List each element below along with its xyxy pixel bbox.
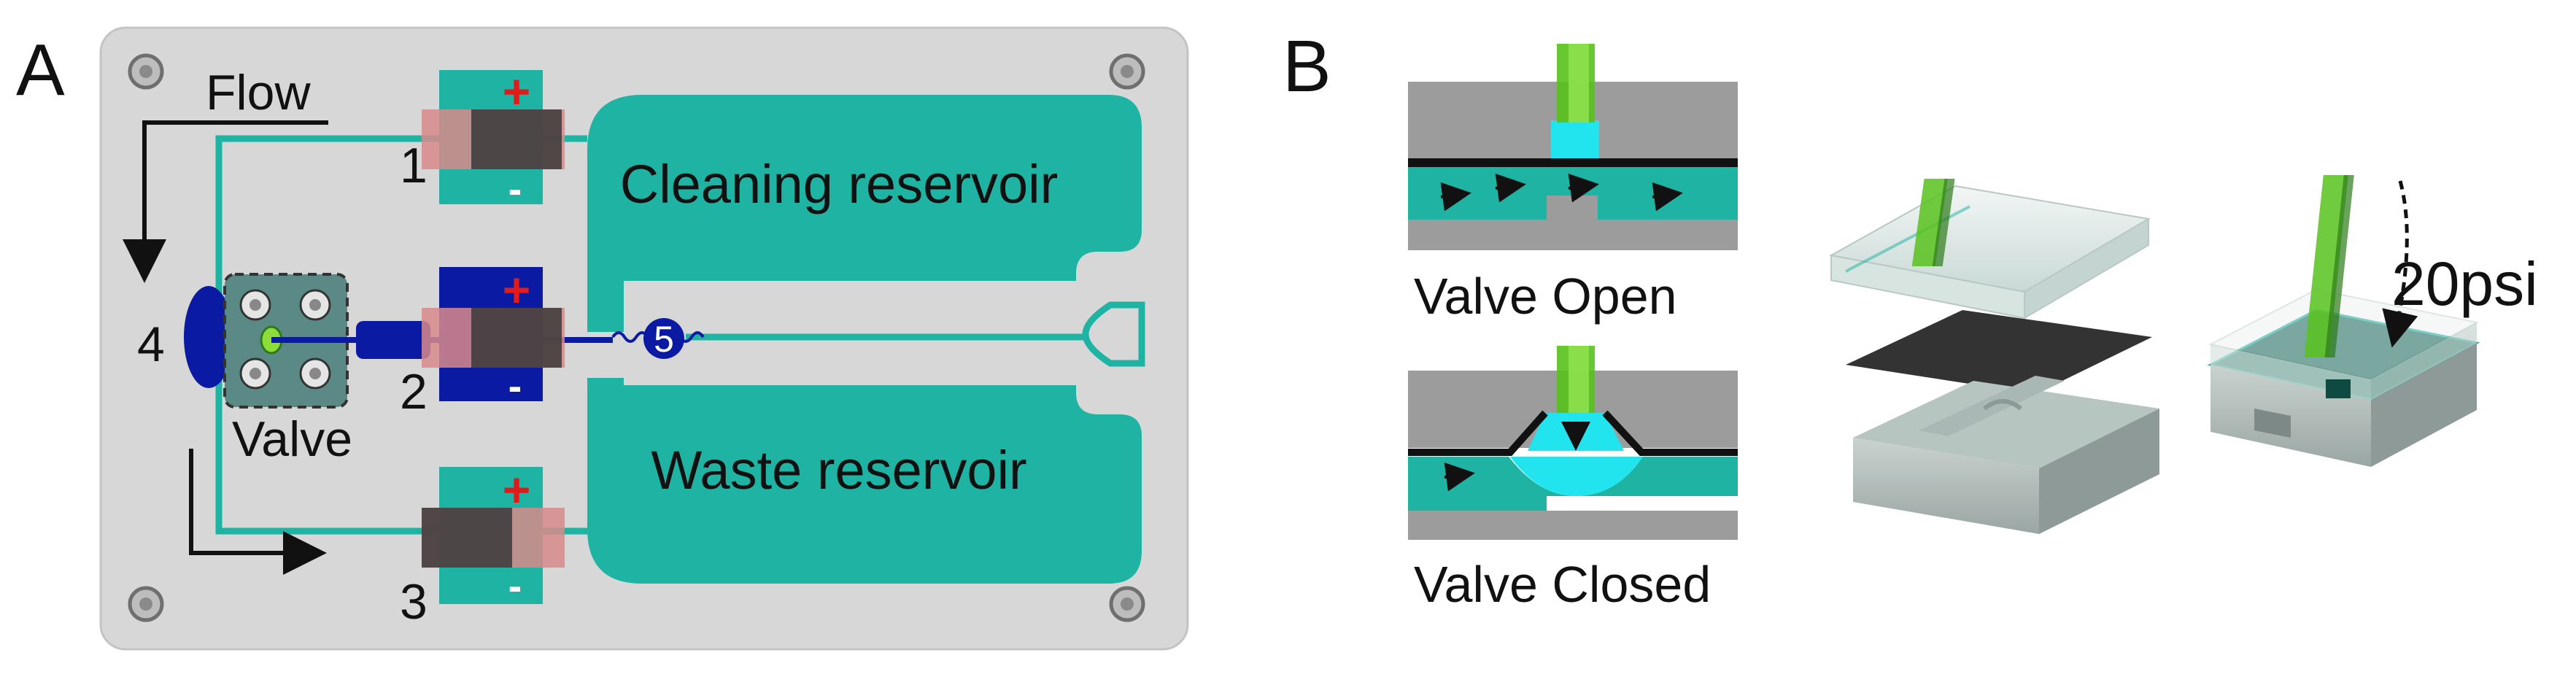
- pump-number: 3: [400, 574, 428, 630]
- valve-bolt-icon: [239, 357, 271, 390]
- pump-1: + -: [422, 64, 565, 212]
- pump-plus-sign: +: [503, 64, 531, 118]
- waste-reservoir-label: Waste reservoir: [651, 440, 1026, 500]
- valve-open-label: Valve Open: [1414, 268, 1677, 325]
- pump-3: + -: [422, 463, 565, 608]
- pump-plus-sign: +: [503, 463, 531, 517]
- screw-icon: [128, 53, 164, 90]
- sample-chamber: [356, 321, 430, 359]
- inlet-port: [184, 286, 233, 388]
- cleaning-reservoir-label: Cleaning reservoir: [620, 154, 1059, 214]
- outlet-notch: [1082, 301, 1145, 367]
- flow-label: Flow: [206, 65, 311, 120]
- panel-a-label: A: [16, 29, 65, 111]
- outlet-number: 5: [654, 319, 674, 360]
- pump-number: 1: [400, 138, 428, 193]
- pump-minus-sign: -: [508, 562, 522, 608]
- pressure-label: 20psi: [2391, 249, 2538, 318]
- inlet-number: 4: [137, 317, 165, 372]
- screw-icon: [1109, 53, 1145, 90]
- valve-closed-label: Valve Closed: [1414, 556, 1711, 613]
- screw-icon: [1109, 586, 1145, 622]
- pressure-arrow: [2382, 180, 2418, 348]
- valve-bolt-icon: [299, 357, 331, 390]
- pump-minus-sign: -: [508, 363, 522, 409]
- assembled-view: [2207, 175, 2480, 467]
- valve-bolt-icon: [239, 289, 271, 321]
- pump-number: 2: [400, 364, 428, 419]
- valve-bolt-icon: [299, 289, 331, 321]
- outlet-port: [643, 318, 684, 359]
- flow-arrow-right: [189, 449, 327, 575]
- valve-label: Valve: [232, 411, 352, 467]
- exploded-view: [1829, 179, 2159, 534]
- flow-arrow-down: [123, 120, 328, 283]
- waste-reservoir: [587, 378, 1142, 584]
- cross-section-open: [1408, 44, 1738, 250]
- pump-2: + -: [422, 263, 565, 409]
- cleaning-reservoir: [587, 95, 1142, 332]
- panel-b-label: B: [1283, 26, 1331, 107]
- pump-minus-sign: -: [508, 166, 522, 212]
- screw-icon: [128, 586, 164, 622]
- outlet-coupler: [611, 331, 649, 343]
- cross-section-closed: [1408, 346, 1738, 540]
- pump-plus-sign: +: [503, 263, 531, 317]
